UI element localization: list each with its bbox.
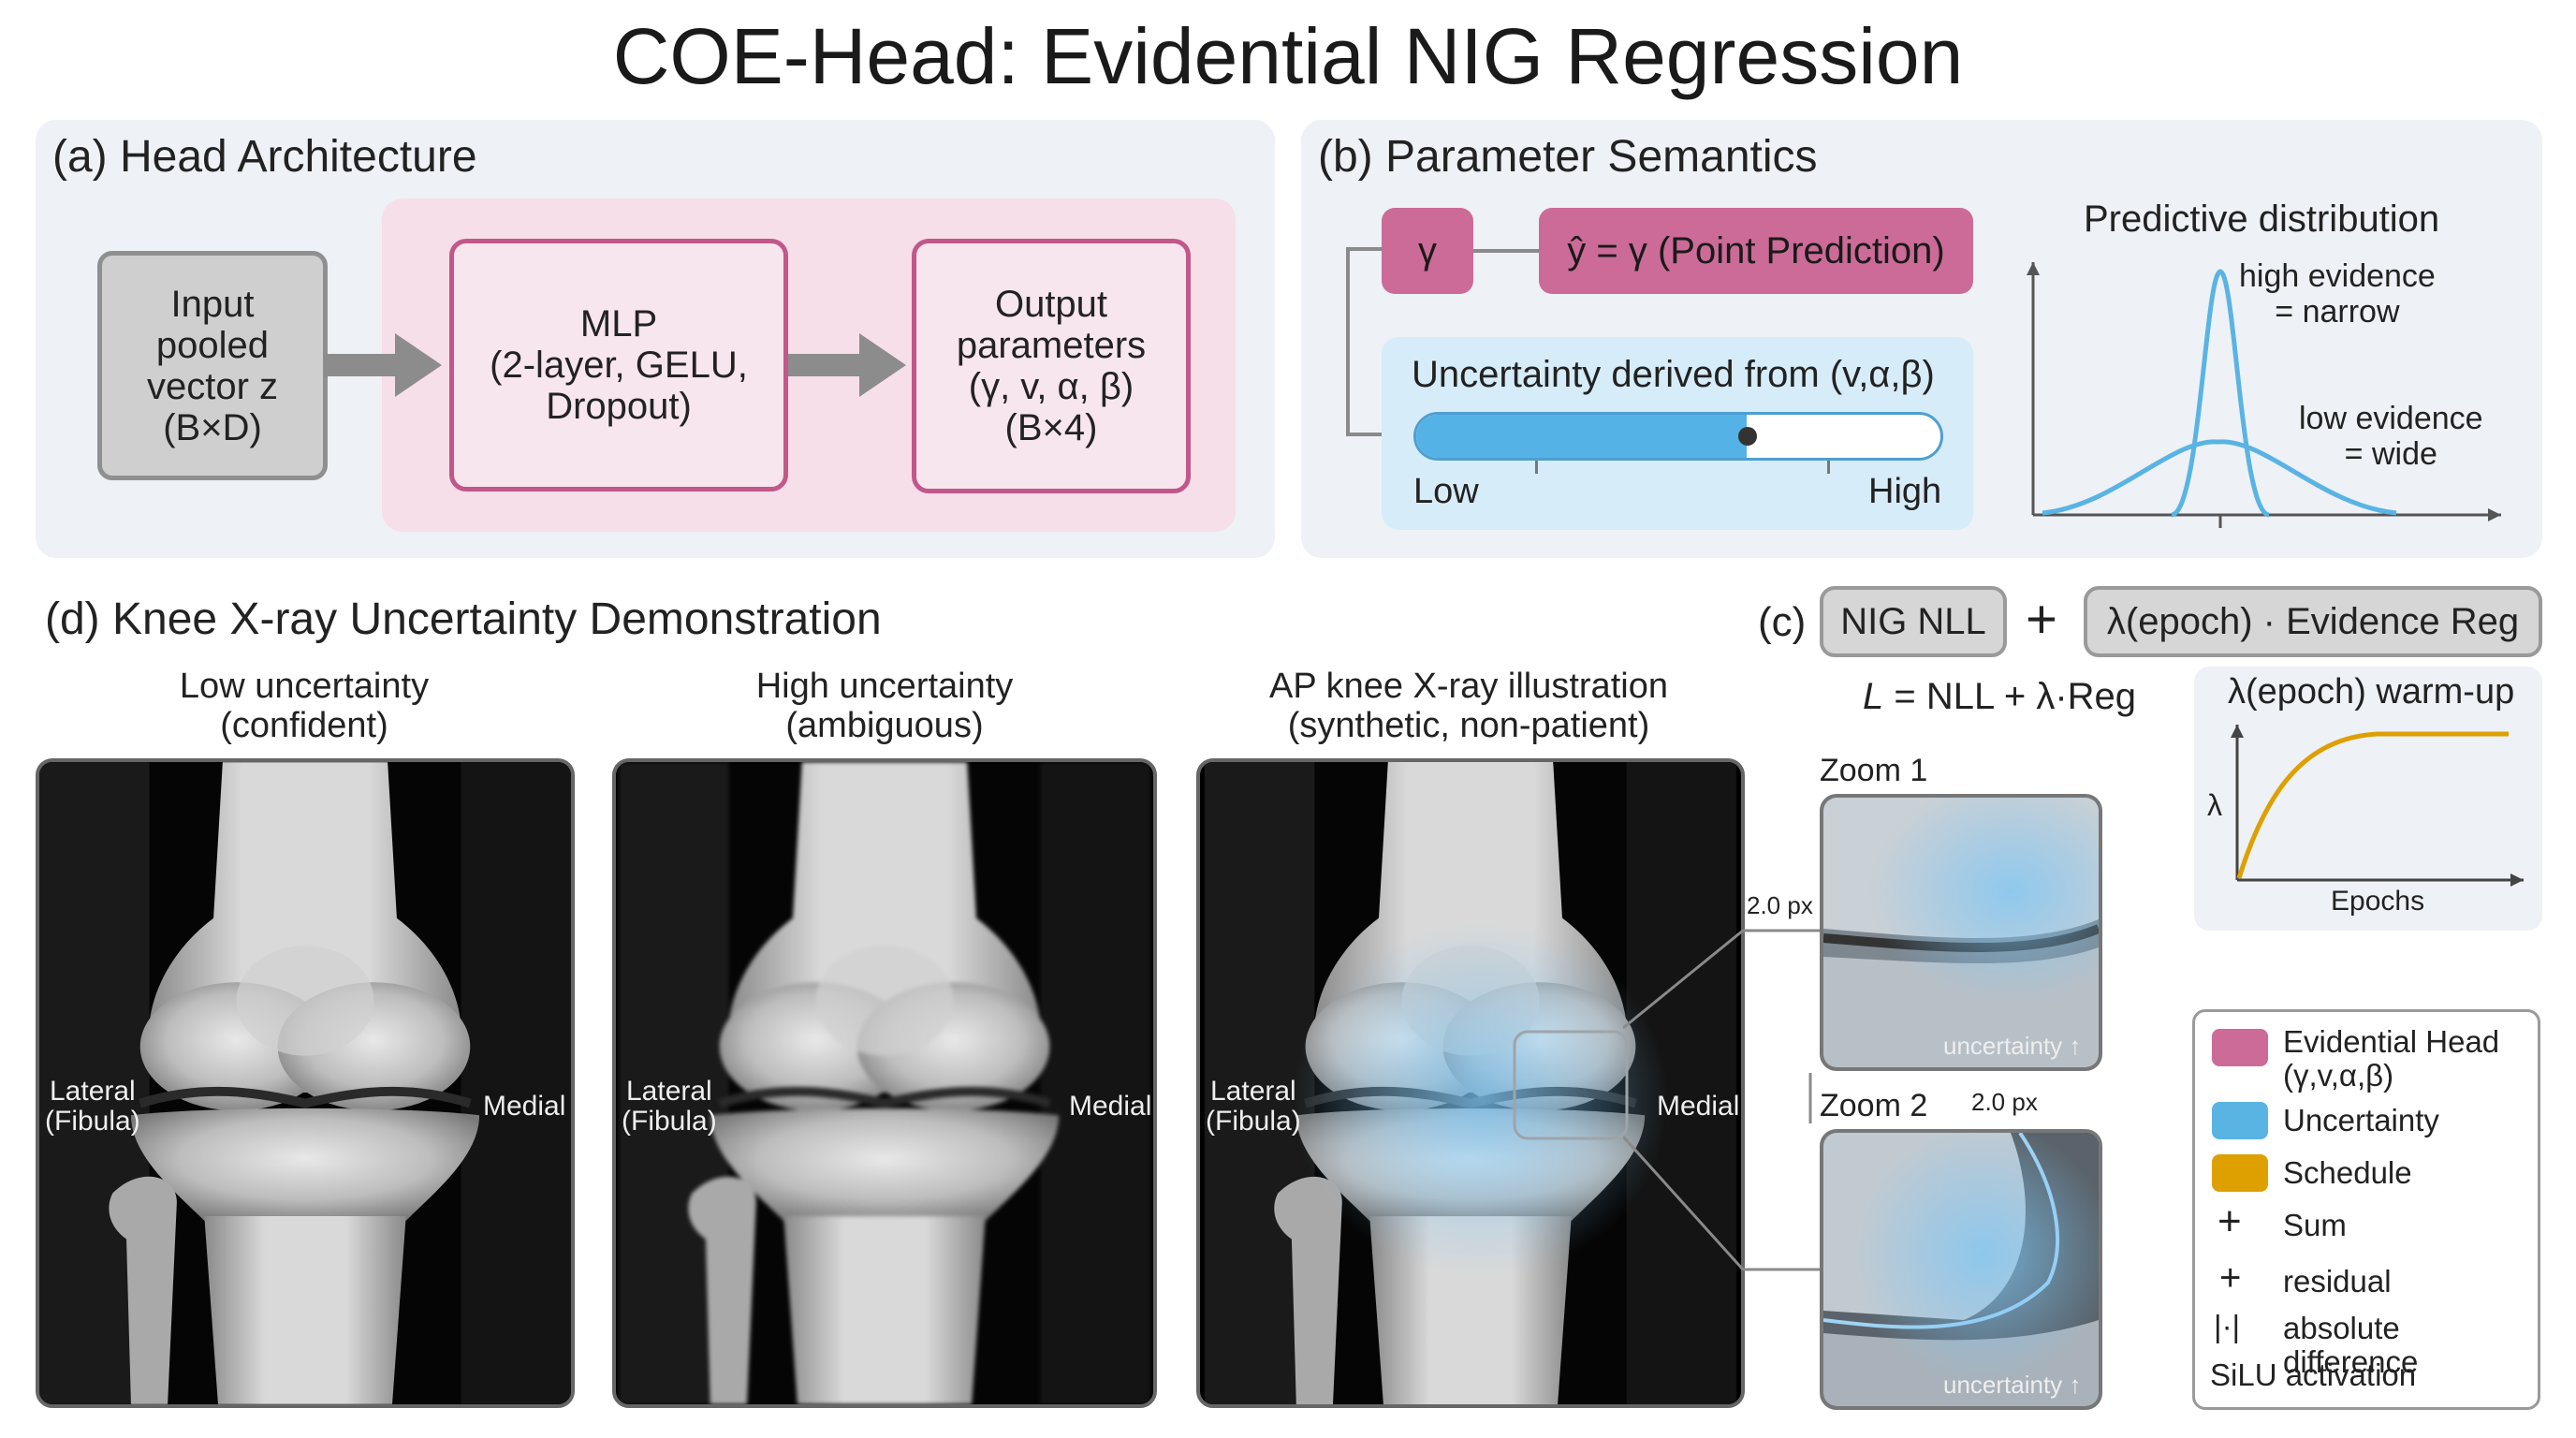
point-prediction-label: ŷ = γ (Point Prediction): [1567, 229, 1945, 271]
medial-label-3: Medial: [1657, 1091, 1740, 1122]
distribution-plot: [2027, 262, 2501, 528]
legend-label-schedule: Schedule: [2283, 1155, 2412, 1190]
zoom2-px-label: 2.0 px: [1971, 1088, 2038, 1116]
warmup-plot: [2231, 725, 2524, 887]
medial-label-2: Medial: [1069, 1091, 1152, 1122]
legend-label-uncertainty: Uncertainty: [2283, 1103, 2439, 1137]
panel-a-heading: (a) Head Architecture: [52, 132, 477, 182]
legend: Evidential Head (γ,v,α,β) Uncertainty Sc…: [2192, 1009, 2540, 1410]
lateral-label-1: Lateral (Fibula): [45, 1076, 140, 1137]
loss-formula: L = NLL + λ·Reg: [1863, 676, 2136, 718]
output-box: Output parameters (γ, v, α, β) (B×4): [912, 239, 1191, 493]
distribution-title: Predictive distribution: [2084, 198, 2440, 240]
input-label: Input pooled vector z (B×D): [146, 283, 279, 448]
lateral-label-3: Lateral (Fibula): [1206, 1076, 1301, 1137]
legend-absdiff-label: absolute difference: [2283, 1311, 2419, 1379]
warmup-xlabel: Epochs: [2331, 886, 2425, 917]
slider-low-label: Low: [1413, 472, 1479, 511]
warmup-curve: [2236, 731, 2509, 879]
legend-sum-label: Sum: [2283, 1208, 2347, 1242]
high-evidence-label: high evidence = narrow: [2239, 258, 2436, 330]
slider-fill: [1416, 415, 1747, 458]
panel-b-heading: (b) Parameter Semantics: [1318, 132, 1818, 182]
legend-sum-icon: +: [2217, 1198, 2242, 1244]
warmup-card: [2194, 667, 2542, 931]
zoom1-image: [1823, 798, 2099, 1067]
zoom2-panel: uncertainty ↑: [1820, 1129, 2102, 1410]
mlp-label: MLP (2-layer, GELU, Dropout): [490, 303, 748, 427]
nig-nll-box: NIG NLL: [1820, 586, 2007, 657]
legend-swatch-uncertainty: [2212, 1102, 2268, 1139]
legend-swatch-evidential: [2212, 1029, 2268, 1066]
lateral-label-2: Lateral (Fibula): [622, 1076, 717, 1137]
zoom1-uncertainty-label: uncertainty ↑: [1943, 1032, 2082, 1060]
legend-residual-icon: +: [2219, 1257, 2242, 1299]
legend-silu-label: SiLU activation: [2210, 1357, 2417, 1392]
xray-low-uncertainty: Lateral (Fibula) Medial: [36, 758, 575, 1408]
arrow-input-mlp: [324, 333, 442, 397]
figure-title: COE-Head: Evidential NIG Regression: [612, 12, 1964, 100]
zoom-region-box: [1513, 1030, 1629, 1140]
legend-absdiff-icon: |·|: [2214, 1309, 2241, 1343]
evidence-reg-label: λ(epoch) · Evidence Reg: [2106, 600, 2520, 642]
legend-swatch-schedule: [2212, 1154, 2268, 1192]
plus-sign: +: [2026, 589, 2057, 650]
gamma-box: γ: [1382, 208, 1473, 294]
warmup-ylabel: λ: [2207, 788, 2222, 822]
output-label: Output parameters (γ, v, α, β) (B×4): [956, 284, 1147, 448]
legend-residual-label: residual: [2283, 1264, 2392, 1299]
zoom1-label: Zoom 1: [1820, 753, 1928, 788]
panel-c-prefix: (c): [1758, 599, 1807, 645]
xray-high-uncertainty: Lateral (Fibula) Medial: [612, 758, 1157, 1408]
input-box: Input pooled vector z (B×D): [97, 251, 328, 480]
nig-nll-label: NIG NLL: [1840, 600, 1986, 642]
uncertainty-slider[interactable]: [1413, 412, 1943, 461]
slider-knob[interactable]: [1737, 427, 1757, 446]
zoom2-label: Zoom 2: [1820, 1088, 1928, 1123]
gamma-connector: [1473, 249, 1541, 253]
gamma-bracket: [1346, 247, 1387, 436]
low-evidence-curve: [2042, 439, 2397, 516]
uncertainty-overlay: [1294, 921, 1668, 1277]
formula-rest: = NLL + λ·Reg: [1883, 676, 2137, 717]
point-prediction-box: ŷ = γ (Point Prediction): [1539, 208, 1973, 294]
low-evidence-label: low evidence = wide: [2299, 401, 2483, 472]
zoom1-px-label: 2.0 px: [1747, 891, 1813, 919]
arrow-mlp-output: [788, 333, 906, 397]
mlp-box: MLP (2-layer, GELU, Dropout): [449, 239, 788, 492]
zoom1-panel: uncertainty ↑: [1820, 794, 2102, 1071]
xray1-title: Low uncertainty (confident): [179, 667, 430, 745]
panel-d-heading: (d) Knee X-ray Uncertainty Demonstration: [45, 594, 882, 644]
xray3-title: AP knee X-ray illustration (synthetic, n…: [1269, 667, 1668, 745]
slider-high-label: High: [1868, 472, 1942, 511]
legend-label-evidential: Evidential Head (γ,v,α,β): [2283, 1024, 2500, 1093]
zoom2-image: [1823, 1133, 2099, 1406]
medial-label-1: Medial: [483, 1091, 566, 1122]
xray-illustration: Lateral (Fibula) Medial: [1196, 758, 1745, 1408]
formula-L: L: [1863, 676, 1884, 717]
warmup-title: λ(epoch) warm-up: [2228, 672, 2515, 712]
uncertainty-label: Uncertainty derived from (v,α,β): [1412, 354, 1935, 395]
high-evidence-curve: [2170, 269, 2271, 518]
gamma-label: γ: [1418, 229, 1437, 271]
slider-tick-right: [1827, 461, 1830, 474]
xray2-title: High uncertainty (ambiguous): [755, 667, 1014, 745]
knee-image-3: [1200, 762, 1741, 1404]
slider-tick-left: [1535, 461, 1538, 474]
zoom2-uncertainty-label: uncertainty ↑: [1943, 1371, 2082, 1399]
evidence-reg-box: λ(epoch) · Evidence Reg: [2084, 586, 2542, 657]
zoom-connectors: [1623, 929, 1822, 1271]
